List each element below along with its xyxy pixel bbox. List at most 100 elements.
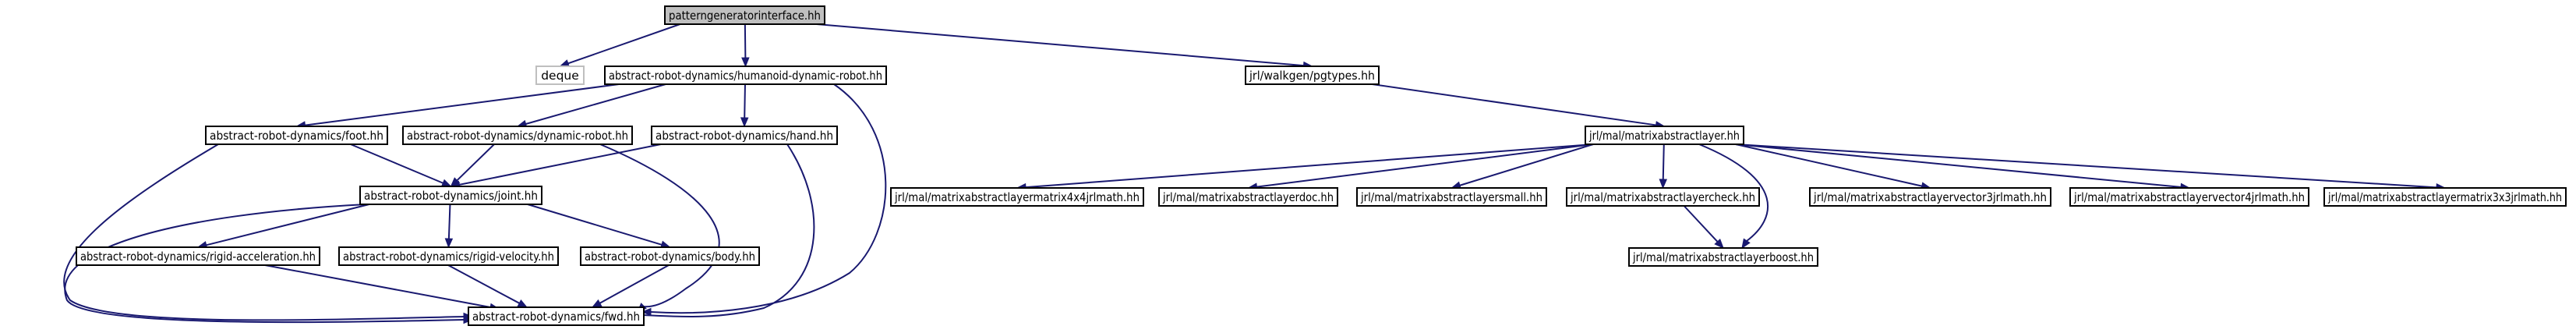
node-dynrobot[interactable]: abstract-robot-dynamics/dynamic-robot.hh xyxy=(402,126,633,145)
arrowhead xyxy=(444,238,454,249)
node-box[interactable] xyxy=(1245,66,1380,85)
node-label: jrl/mal/matrixabstractlayervector3jrlmat… xyxy=(1813,190,2047,204)
edge-line xyxy=(1683,205,1719,243)
edge-line xyxy=(206,204,369,246)
node-box[interactable] xyxy=(1158,187,1338,207)
edge-malcheck-to-malboost xyxy=(1683,205,1724,249)
node-label: jrl/mal/matrixabstractlayervector4jrlmat… xyxy=(2073,190,2305,204)
node-box[interactable] xyxy=(1566,187,1760,207)
node-rvel[interactable]: abstract-robot-dynamics/rigid-velocity.h… xyxy=(338,246,559,266)
node-foot[interactable]: abstract-robot-dynamics/foot.hh xyxy=(205,126,388,145)
node-label: abstract-robot-dynamics/humanoid-dynamic… xyxy=(609,69,882,83)
edges-layer xyxy=(63,23,2447,324)
node-malboost[interactable]: jrl/mal/matrixabstractlayerboost.hh xyxy=(1628,247,1818,267)
node-box[interactable] xyxy=(338,246,559,266)
node-box[interactable] xyxy=(651,126,838,145)
arrowhead xyxy=(440,179,452,187)
node-box[interactable] xyxy=(604,66,887,85)
edge-line xyxy=(650,83,887,314)
edge-line xyxy=(447,204,451,239)
node-root[interactable]: patterngeneratorinterface.hh xyxy=(664,5,825,25)
edge-line xyxy=(1372,83,1656,126)
node-box[interactable] xyxy=(2069,187,2309,207)
edge-body-to-fwd xyxy=(591,264,670,308)
edge-root-to-pgtypes xyxy=(816,23,1313,70)
edge-humanoid-to-hand xyxy=(740,83,749,128)
node-joint[interactable]: abstract-robot-dynamics/joint.hh xyxy=(359,186,542,205)
edge-line xyxy=(350,143,443,184)
node-box[interactable] xyxy=(468,306,645,326)
node-malcheck[interactable]: jrl/mal/matrixabstractlayercheck.hh xyxy=(1566,187,1760,207)
edge-mal-to-m4x4 xyxy=(1016,143,1594,192)
edge-line xyxy=(264,264,491,308)
node-box[interactable] xyxy=(1585,126,1744,145)
node-m3x3[interactable]: jrl/mal/matrixabstractlayermatrix3x3jrlm… xyxy=(2323,187,2567,207)
node-box[interactable] xyxy=(664,5,825,25)
node-mal[interactable]: jrl/mal/matrixabstractlayer.hh xyxy=(1585,126,1744,145)
edge-hand-to-fwd xyxy=(633,143,815,320)
edge-line xyxy=(525,83,666,125)
node-box[interactable] xyxy=(890,187,1144,207)
node-label: jrl/mal/matrixabstractlayersmall.hh xyxy=(1360,190,1542,204)
node-label: deque xyxy=(541,69,579,83)
node-v4[interactable]: jrl/mal/matrixabstractlayervector4jrlmat… xyxy=(2069,187,2309,207)
node-maldoc[interactable]: jrl/mal/matrixabstractlayerdoc.hh xyxy=(1158,187,1338,207)
node-box[interactable] xyxy=(359,186,542,205)
node-label: abstract-robot-dynamics/hand.hh xyxy=(655,129,833,143)
node-label: jrl/walkgen/pgtypes.hh xyxy=(1249,69,1375,83)
node-label: abstract-robot-dynamics/joint.hh xyxy=(364,189,538,203)
edge-joint-to-body xyxy=(527,204,671,249)
edge-line xyxy=(63,143,465,321)
edge-line xyxy=(599,264,670,304)
node-v3[interactable]: jrl/mal/matrixabstractlayervector3jrlmat… xyxy=(1809,187,2051,207)
node-label: abstract-robot-dynamics/dynamic-robot.hh xyxy=(407,129,628,143)
edge-dynrobot-to-joint xyxy=(450,143,495,187)
edge-humanoid-to-foot xyxy=(295,83,620,129)
node-label: abstract-robot-dynamics/foot.hh xyxy=(210,129,383,143)
node-box[interactable] xyxy=(205,126,388,145)
node-label: jrl/mal/matrixabstractlayermatrix4x4jrlm… xyxy=(894,190,1140,204)
node-label: abstract-robot-dynamics/rigid-velocity.h… xyxy=(343,250,554,264)
edge-line xyxy=(744,23,747,58)
node-label: abstract-robot-dynamics/body.hh xyxy=(585,250,755,264)
edge-line xyxy=(1025,143,1594,189)
node-body[interactable]: abstract-robot-dynamics/body.hh xyxy=(580,246,760,266)
node-box[interactable] xyxy=(2323,187,2567,207)
arrowhead xyxy=(517,299,528,308)
node-malsmall[interactable]: jrl/mal/matrixabstractlayersmall.hh xyxy=(1356,187,1547,207)
arrowhead xyxy=(740,117,749,128)
arrowhead xyxy=(1714,239,1724,249)
node-label: abstract-robot-dynamics/rigid-accelerati… xyxy=(80,250,316,264)
node-box[interactable] xyxy=(1356,187,1547,207)
edge-line xyxy=(456,143,495,182)
nodes-layer: patterngeneratorinterface.hh deque abstrac… xyxy=(76,5,2567,326)
node-box[interactable] xyxy=(76,246,320,266)
node-racc[interactable]: abstract-robot-dynamics/rigid-accelerati… xyxy=(76,246,320,266)
edge-pgtypes-to-mal xyxy=(1372,83,1666,129)
node-m4x4[interactable]: jrl/mal/matrixabstractlayermatrix4x4jrlm… xyxy=(890,187,1144,207)
edge-racc-to-fwd xyxy=(264,264,500,312)
edge-line xyxy=(1698,143,1769,242)
node-box[interactable] xyxy=(1809,187,2051,207)
edge-line xyxy=(599,143,720,308)
node-box[interactable] xyxy=(1628,247,1818,267)
node-humanoid[interactable]: abstract-robot-dynamics/humanoid-dynamic… xyxy=(604,66,887,85)
edge-line xyxy=(64,204,465,324)
node-hand[interactable]: abstract-robot-dynamics/hand.hh xyxy=(651,126,838,145)
edge-mal-to-malboost xyxy=(1698,143,1769,250)
edge-line xyxy=(1662,143,1665,180)
edge-line xyxy=(1256,143,1594,188)
edge-root-to-humanoid xyxy=(741,23,750,68)
edge-line xyxy=(744,83,746,119)
node-label: jrl/mal/matrixabstractlayer.hh xyxy=(1588,129,1740,143)
node-box[interactable] xyxy=(402,126,633,145)
node-box[interactable] xyxy=(580,246,760,266)
edge-mal-to-malsmall xyxy=(1451,143,1594,190)
node-fwd[interactable]: abstract-robot-dynamics/fwd.hh xyxy=(468,306,645,326)
node-pgtypes[interactable]: jrl/walkgen/pgtypes.hh xyxy=(1245,66,1380,85)
edge-joint-to-rvel xyxy=(444,204,454,249)
edge-line xyxy=(527,204,663,246)
node-deque[interactable]: deque xyxy=(535,66,585,85)
node-box[interactable] xyxy=(535,66,585,85)
